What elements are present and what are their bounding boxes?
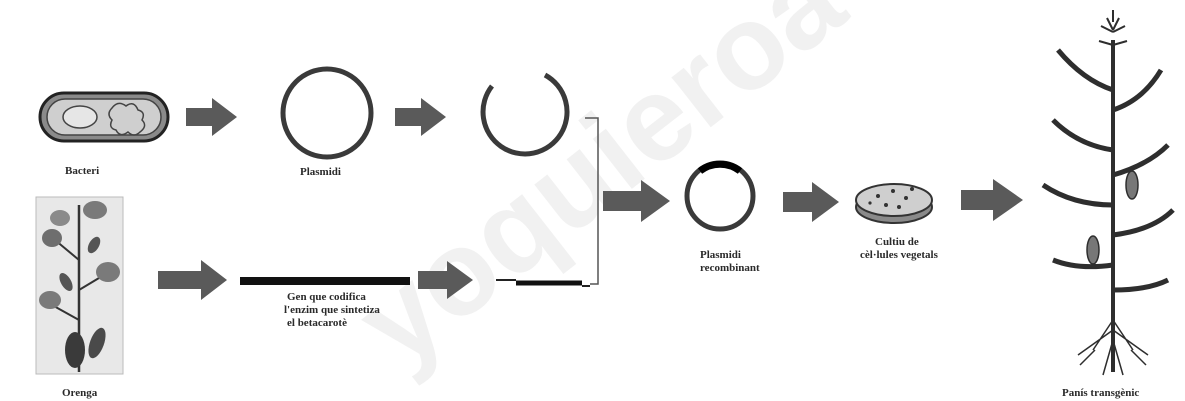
- label-gen-line-1: Gen que codifica: [287, 291, 366, 303]
- arrow-gene-to-fragment: [418, 261, 473, 299]
- arrow-cultiu-to-panis: [961, 179, 1023, 221]
- label-plasmidi: Plasmidi: [300, 166, 341, 178]
- join-bracket: [585, 117, 599, 285]
- transgenic-corn-icon: [1041, 10, 1175, 376]
- label-cultiu-line-1: Cultiu de: [875, 236, 919, 248]
- label-gen-line-3: el betacarotè: [287, 317, 347, 329]
- arrow-recombinant-to-cultiu: [783, 182, 839, 222]
- culture-dish-icon: [855, 183, 933, 224]
- label-orenga: Orenga: [62, 387, 98, 399]
- label-plasmidi-recombinant-line-1: Plasmidi: [700, 249, 741, 261]
- arrow-orenga-to-gene: [158, 260, 227, 300]
- recombinant-plasmid-icon: [684, 160, 756, 232]
- arrow-plasmidi-to-cut: [395, 98, 446, 136]
- plasmid-ring: [280, 66, 374, 160]
- label-panis-transgenic: Panís transgènic: [1062, 387, 1140, 399]
- cut-plasmid-ring: [480, 72, 570, 157]
- gene-bar: [240, 277, 410, 285]
- label-gen-line-2: l'enzim que sintetiza: [284, 304, 380, 316]
- arrow-bacteri-to-plasmidi: [186, 98, 237, 136]
- gene-fragment-icon: [496, 279, 590, 287]
- arrow-to-recombinant: [603, 180, 670, 222]
- label-bacteri: Bacteri: [65, 165, 100, 177]
- bacterium-icon: [38, 91, 170, 143]
- orenga-plant-icon: [35, 196, 124, 375]
- label-plasmidi-recombinant-line-2: recombinant: [700, 262, 760, 274]
- label-cultiu-line-2: cèl·lules vegetals: [860, 249, 938, 261]
